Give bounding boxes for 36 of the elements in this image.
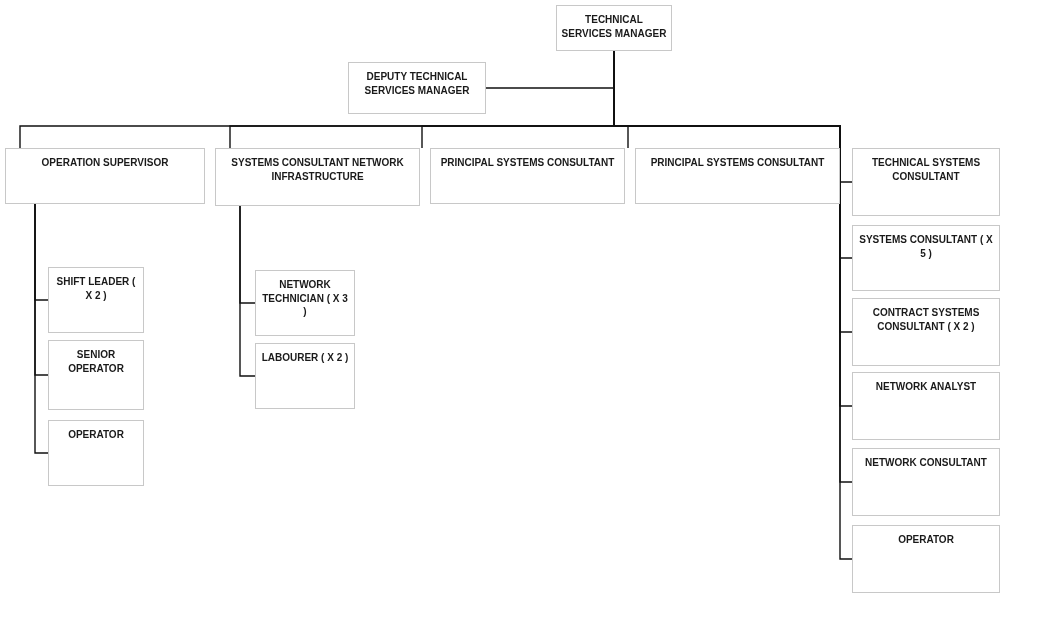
role-title: OPERATOR [897,533,955,547]
role-title: NETWORK CONSULTANT [864,456,988,470]
role-title: NETWORK TECHNICIAN ( X 3 ) [261,278,349,319]
role-title: DEPUTY TECHNICAL SERVICES MANAGER [363,70,471,97]
role-title: TECHNICAL SERVICES MANAGER [561,13,667,40]
role-box [852,372,1000,440]
role-box [255,343,355,409]
role-title: CONTRACT SYSTEMS CONSULTANT ( X 2 ) [871,306,981,333]
role-box [635,148,840,204]
connector-line [239,205,256,377]
role-box [852,225,1000,291]
role-box [430,148,625,204]
role-title: PRINCIPAL SYSTEMS CONSULTANT [649,156,826,170]
role-box [48,340,144,410]
role-title: TECHNICAL SYSTEMS CONSULTANT [870,156,982,183]
role-box [852,448,1000,516]
role-box [215,148,420,206]
role-box [5,148,205,204]
role-box [48,420,144,486]
role-box [255,270,355,336]
role-box [852,148,1000,216]
role-box [348,62,486,114]
role-title: SYSTEMS CONSULTANT ( X 5 ) [858,233,994,260]
role-box [48,267,144,333]
role-title: SENIOR OPERATOR [67,348,125,375]
role-title: OPERATOR [67,428,125,442]
role-title: NETWORK ANALYST [874,380,978,394]
role-title: PRINCIPAL SYSTEMS CONSULTANT [439,156,616,170]
connector-line [34,203,49,454]
role-title: LABOURER ( X 2 ) [260,351,350,365]
role-title: OPERATION SUPERVISOR [40,156,170,170]
role-box [852,298,1000,366]
role-title: SYSTEMS CONSULTANT NETWORK INFRASTRUCTURE [230,156,405,183]
role-title: SHIFT LEADER ( X 2 ) [55,275,137,302]
role-box [852,525,1000,593]
role-box [556,5,672,51]
